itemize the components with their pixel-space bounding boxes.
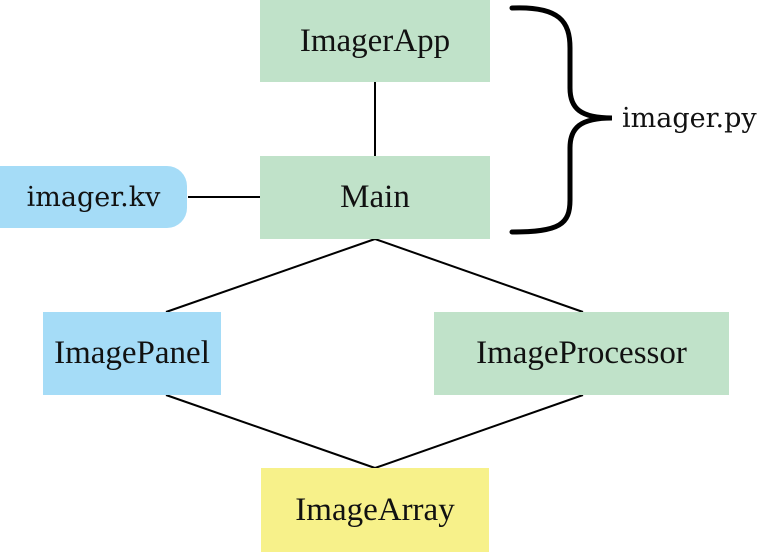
edge-main-imageprocessor [374, 238, 584, 313]
edge-main-imagepanel [165, 238, 376, 313]
node-imagerapp[interactable]: ImagerApp [260, 0, 490, 82]
curly-brace [509, 5, 613, 235]
edge-imagepanel-imagearray [165, 394, 376, 469]
node-label: Main [340, 179, 410, 215]
node-imagearray[interactable]: ImageArray [261, 468, 489, 552]
node-label: ImagerApp [299, 22, 451, 59]
node-imager-kv[interactable]: imager.kv [0, 166, 187, 228]
node-imagepanel[interactable]: ImagePanel [43, 312, 221, 395]
node-main[interactable]: Main [260, 156, 490, 239]
brace-label: imager.py [622, 102, 757, 134]
brace-label-imager-py: imager.py [622, 96, 763, 140]
node-imageprocessor[interactable]: ImageProcessor [434, 312, 729, 395]
edge-imageprocessor-imagearray [374, 394, 584, 469]
node-label: ImageArray [295, 491, 455, 528]
node-label: ImagePanel [54, 335, 210, 371]
node-label: imager.kv [26, 181, 161, 213]
node-label: ImageProcessor [476, 335, 687, 371]
